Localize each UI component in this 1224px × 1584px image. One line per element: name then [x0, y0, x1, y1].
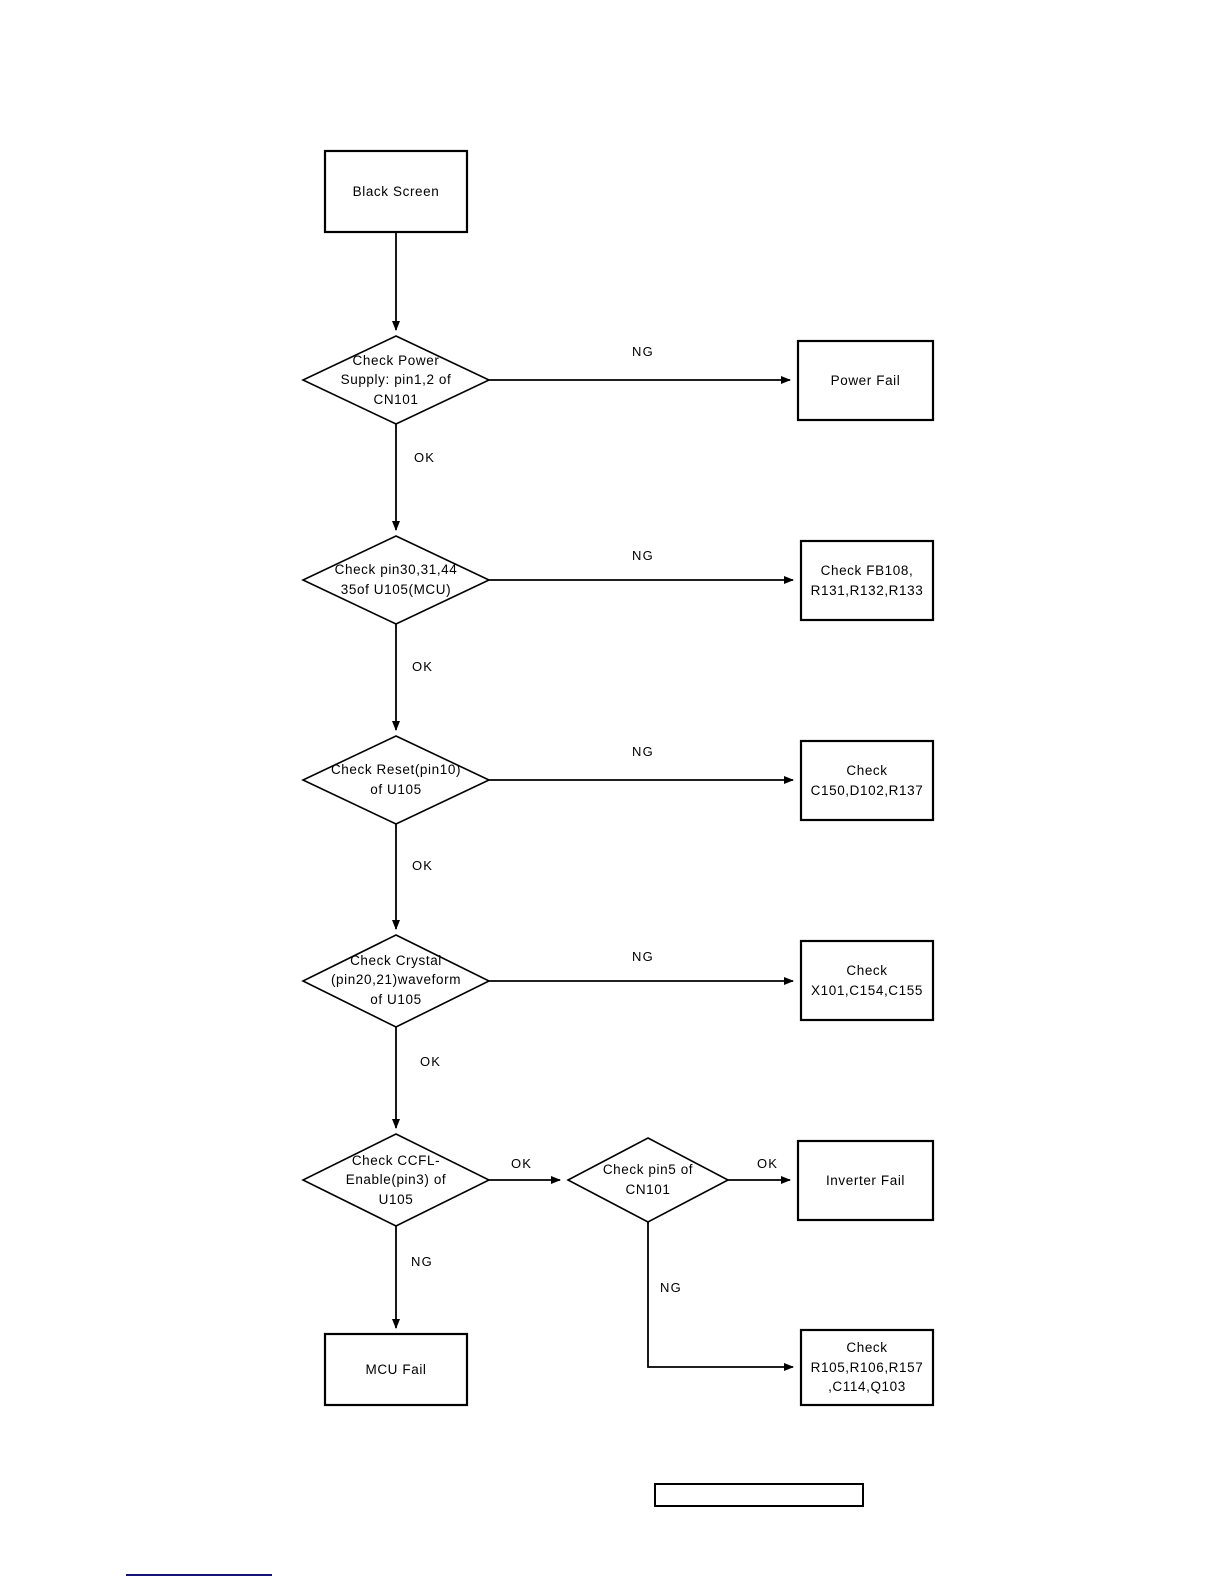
node-start[interactable] — [325, 151, 467, 232]
node-shape-footer-box — [654, 1483, 864, 1507]
node-shape-check-fb108 — [799, 539, 935, 622]
edge-label-power-ng: NG — [632, 344, 654, 359]
edge-label-mcu-ng: NG — [632, 548, 654, 563]
node-shape-mcu-fail — [323, 1332, 469, 1407]
node-check-ccfl[interactable] — [303, 1134, 489, 1226]
edge-label-ccfl-ok: OK — [511, 1156, 533, 1171]
node-footer-box[interactable] — [655, 1484, 863, 1506]
node-mcu-fail[interactable] — [325, 1334, 467, 1405]
edge-label-mcu-ok: OK — [412, 659, 434, 674]
node-check-reset[interactable] — [303, 736, 489, 824]
node-power-fail[interactable] — [798, 341, 933, 420]
edge-label-pin5-ng: NG — [660, 1280, 682, 1295]
node-shape-check-c150 — [799, 739, 935, 822]
edge-label-reset-ok: OK — [412, 858, 434, 873]
edge-label-power-ok: OK — [414, 450, 436, 465]
node-check-crystal[interactable] — [303, 935, 489, 1027]
node-shape-start — [323, 149, 469, 234]
node-check-mcu-pins[interactable] — [303, 536, 489, 624]
node-check-x101[interactable] — [801, 941, 933, 1020]
node-check-fb108[interactable] — [801, 541, 933, 620]
edge-label-pin5-ok: OK — [757, 1156, 779, 1171]
node-check-r105[interactable] — [801, 1330, 933, 1405]
edge-label-ccfl-ng: NG — [411, 1254, 433, 1269]
edge-label-crystal-ng: NG — [632, 949, 654, 964]
node-check-power[interactable] — [303, 336, 489, 424]
node-shape-check-x101 — [799, 939, 935, 1022]
node-shape-inverter-fail — [796, 1139, 935, 1222]
node-shape-check-r105 — [799, 1328, 935, 1407]
edge-label-crystal-ok: OK — [420, 1054, 442, 1069]
edge-label-reset-ng: NG — [632, 744, 654, 759]
edge-check-pin5-to-check-r105 — [647, 1222, 794, 1371]
node-check-c150[interactable] — [801, 741, 933, 820]
node-shape-power-fail — [796, 339, 935, 422]
node-inverter-fail[interactable] — [798, 1141, 933, 1220]
node-check-pin5[interactable] — [568, 1138, 728, 1222]
